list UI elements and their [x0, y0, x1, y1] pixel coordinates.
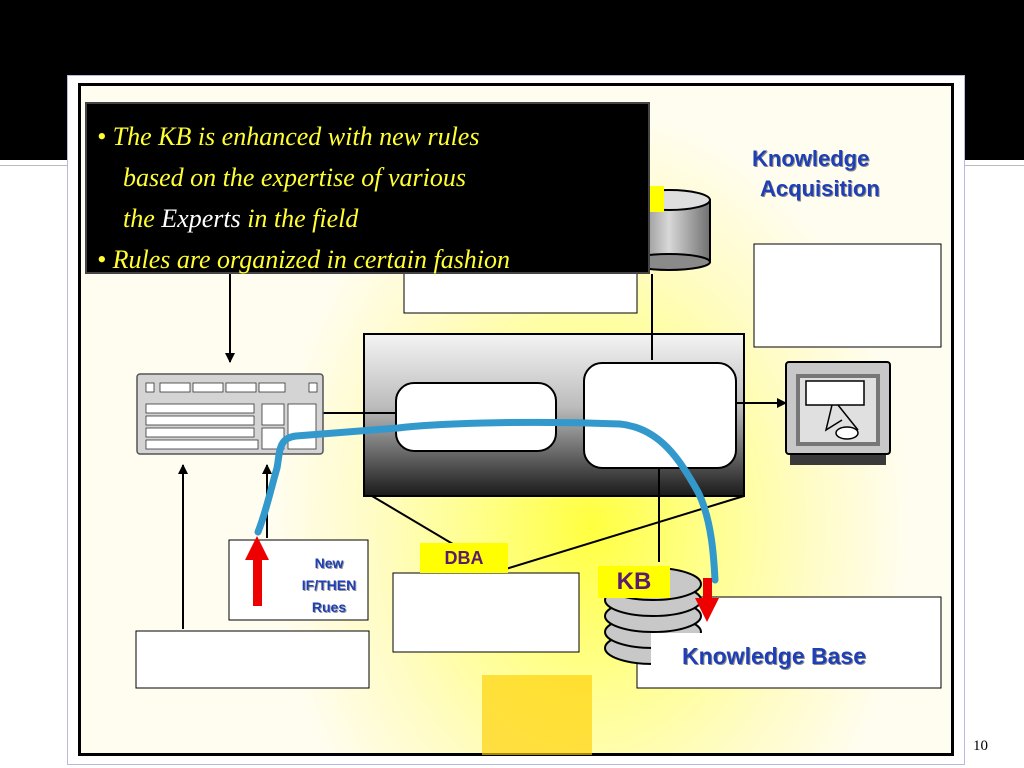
callout-line-3: the Experts in the field — [97, 198, 638, 239]
callout-line-3-experts: Experts — [161, 204, 241, 233]
glow-strip — [482, 675, 592, 755]
new-rules-box — [228, 539, 369, 621]
rule-flow-line — [254, 418, 719, 584]
callout-line-4: • Rules are organized in certain fashion — [97, 245, 511, 274]
callout-line-2: based on the expertise of various — [123, 163, 466, 192]
diagram-title: Knowledge Acquisition — [752, 144, 880, 204]
callout-line-1: • The KB is enhanced with new rules — [97, 122, 480, 151]
kb-tag: KB — [598, 566, 670, 598]
new-rules-line-2: IF/THEN — [301, 577, 357, 593]
knowledge-base-label: Knowledge Base — [651, 633, 897, 679]
new-rules-line-1: New — [314, 555, 344, 571]
new-rules-line-3: Rues — [311, 599, 347, 615]
monitor-icon — [785, 361, 891, 465]
red-down-arrow — [695, 578, 719, 622]
title-line-1: Knowledge — [752, 146, 870, 171]
red-up-arrow — [245, 536, 269, 606]
inference-engine-box — [363, 333, 745, 497]
new-rules-label: New IF/THEN Rues — [284, 552, 374, 618]
dba-tag: DBA — [420, 543, 508, 573]
callout-line-3-prefix: the — [123, 204, 162, 233]
db-yellow-tag — [650, 186, 664, 212]
keyboard-icon — [136, 373, 324, 455]
title-line-2: Acquisition — [760, 176, 880, 201]
dba-box — [392, 572, 580, 653]
explanation-callout: • The KB is enhanced with new rules base… — [85, 102, 650, 274]
page-number: 10 — [973, 738, 988, 754]
top-right-box — [753, 243, 942, 348]
callout-line-3-suffix: in the field — [240, 204, 359, 233]
bottom-left-box — [135, 630, 370, 689]
